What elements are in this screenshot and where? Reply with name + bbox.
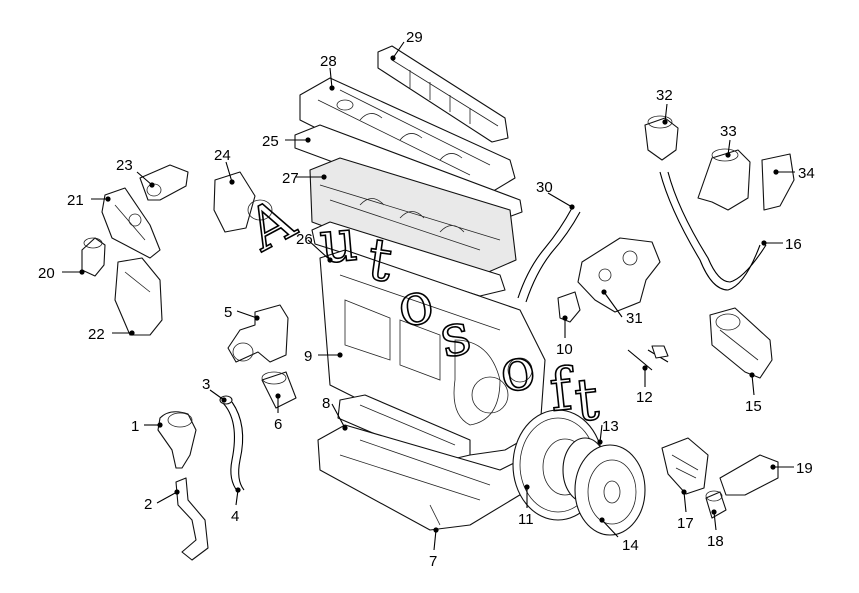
callout-18: 18 <box>707 533 724 550</box>
callout-9: 9 <box>304 348 312 365</box>
callout-21: 21 <box>67 192 84 209</box>
callout-10: 10 <box>556 341 573 358</box>
part-29-rocker-cover-rail <box>377 45 509 143</box>
part-17-engine-mount <box>661 437 709 495</box>
part-24-tensioner-bracket <box>213 171 273 233</box>
callout-1: 1 <box>131 418 139 435</box>
part-34-pump-bracket <box>761 153 795 211</box>
part-16-vacuum-hose <box>659 171 767 291</box>
part-3-4-dipstick <box>219 395 245 493</box>
part-32-egr-valve <box>644 115 679 161</box>
part-1-filter-housing <box>157 411 197 469</box>
callout-32: 32 <box>656 87 673 104</box>
part-12-sensor-bracket <box>627 345 669 371</box>
callout-5: 5 <box>224 304 232 321</box>
callout-13: 13 <box>602 418 619 435</box>
callout-leaders <box>62 41 795 551</box>
part-10-sensor <box>557 291 581 323</box>
part-2-coolant-hose <box>175 477 209 561</box>
part-8-oil-baffle <box>337 394 471 463</box>
callout-23: 23 <box>116 157 133 174</box>
callout-2: 2 <box>144 496 152 513</box>
callout-7: 7 <box>429 553 437 570</box>
part-18-bushing <box>705 490 727 519</box>
part-27-cylinder-head <box>309 157 517 281</box>
part-6-oil-filter <box>261 371 297 409</box>
callout-labels: 1 2 3 4 5 6 7 8 9 10 11 12 13 14 15 16 1… <box>38 29 815 570</box>
part-23-upper-mount <box>139 164 189 201</box>
part-33-vacuum-pump <box>697 148 751 211</box>
callout-19: 19 <box>796 460 813 477</box>
part-19-mount-bracket <box>719 454 779 496</box>
part-31-coolant-housing <box>577 237 661 313</box>
callout-17: 17 <box>677 515 694 532</box>
callout-31: 31 <box>626 310 643 327</box>
part-14-pressure-plate <box>574 444 646 536</box>
callout-29: 29 <box>406 29 423 46</box>
watermark-letter: u <box>317 206 360 277</box>
part-30-coolant-hose <box>517 207 581 303</box>
callout-30: 30 <box>536 179 553 196</box>
part-28-cylinder-head-cover <box>299 77 516 206</box>
callout-34: 34 <box>798 165 815 182</box>
part-20-mount-pad <box>81 237 106 277</box>
callout-26: 26 <box>296 231 313 248</box>
callout-15: 15 <box>745 398 762 415</box>
callout-3: 3 <box>202 376 210 393</box>
part-22-support-bracket <box>114 257 163 336</box>
part-15-starter-motor <box>709 307 773 379</box>
part-5-thermostat-housing <box>227 304 289 363</box>
callout-22: 22 <box>88 326 105 343</box>
callout-28: 28 <box>320 53 337 70</box>
callout-25: 25 <box>262 133 279 150</box>
callout-14: 14 <box>622 537 639 554</box>
callout-11: 11 <box>518 511 534 528</box>
callout-16: 16 <box>785 236 802 253</box>
callout-6: 6 <box>274 416 282 433</box>
part-26-head-gasket <box>311 221 506 297</box>
callout-12: 12 <box>636 389 653 406</box>
callout-24: 24 <box>214 147 231 164</box>
callout-33: 33 <box>720 123 737 140</box>
callout-4: 4 <box>231 508 239 525</box>
callout-27: 27 <box>282 170 299 187</box>
callout-20: 20 <box>38 265 55 282</box>
part-21-mount-bracket <box>101 187 161 259</box>
callout-8: 8 <box>322 395 330 412</box>
